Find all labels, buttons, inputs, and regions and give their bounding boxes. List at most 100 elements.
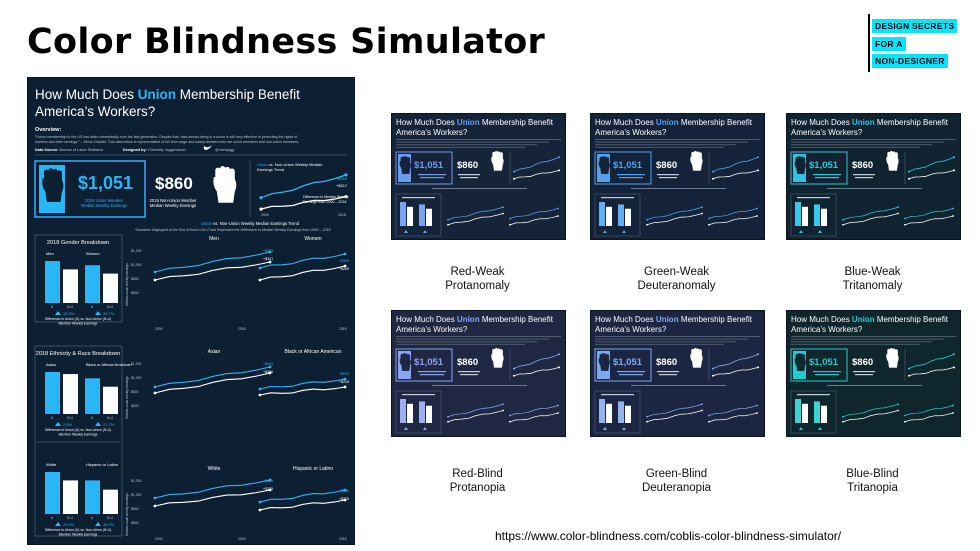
- end-union: +$358: [263, 479, 273, 483]
- brand-logo: DESIGN SECRETS FOR A NON-DESIGNER: [868, 14, 980, 72]
- union-trend-point: [268, 250, 272, 254]
- thumb-nonunion-value: $860: [656, 160, 677, 171]
- thumb-caption-line: [657, 174, 679, 176]
- thumb-title-2: America’s Workers?: [595, 325, 667, 334]
- designer: Designed by: Chennilly Jaggernauth: [123, 148, 186, 152]
- nonunion-trend-point: [558, 169, 560, 172]
- title-pre: How Much Does: [791, 118, 852, 127]
- thumb-union-bar: [400, 399, 406, 423]
- thumb-nonunion-bar: [407, 403, 413, 423]
- union-bar: [85, 378, 100, 414]
- title-pre: How Much Does: [595, 118, 656, 127]
- thumb-nonunion-value: $860: [852, 357, 873, 368]
- nonunion-trend-point: [904, 420, 906, 423]
- thumb-caption-line: [460, 374, 478, 376]
- fist-thumb: [795, 162, 800, 165]
- title-pre: How Much Does: [595, 315, 656, 324]
- union-kpi-box: [34, 160, 146, 218]
- title-post: Membership Benefit: [480, 315, 554, 324]
- thumb-caption-line: [458, 174, 480, 176]
- thumb-union-bar: [814, 204, 820, 226]
- nonunion-trend-point: [513, 177, 515, 180]
- thumb-breakdown-box: [395, 193, 442, 237]
- nonunion-trend-point: [502, 212, 504, 215]
- line-chart-title: Women: [304, 236, 321, 242]
- nonunion-trend-point: [447, 420, 449, 423]
- nonunion-trend-point: [343, 264, 347, 268]
- title-post: Membership Benefit: [679, 118, 753, 127]
- axis-nu: N-U: [107, 516, 114, 520]
- raised-fist-icon: [42, 168, 64, 203]
- y-tick: $800: [131, 507, 139, 511]
- union-trend-point: [842, 218, 844, 221]
- nonunion-trend-line: [708, 215, 758, 226]
- up-arrow-icon: [95, 522, 101, 526]
- end-nonunion: +$276: [339, 497, 349, 501]
- nonunion-trend-point: [757, 169, 759, 172]
- nonunion-trend-point: [897, 212, 899, 215]
- union-trend-line: [260, 174, 347, 199]
- thumb-text-line: [595, 336, 760, 337]
- union-trend-point: [259, 196, 263, 200]
- up-arrow-icon: [423, 230, 427, 233]
- line-chart-title: Black or African American: [285, 349, 342, 355]
- fist-thumb: [214, 178, 224, 183]
- thumb-caption-line: [418, 174, 446, 176]
- union-trend-point: [268, 365, 272, 369]
- thumb-text-line: [791, 336, 956, 337]
- nonunion-trend-line: [260, 195, 347, 210]
- x-tick: 2018: [238, 327, 246, 331]
- data-source-label: Data Source:: [35, 148, 59, 152]
- y-tick: $1,200: [131, 479, 141, 483]
- thumb-text-line: [595, 144, 736, 146]
- nonunion-trend-point: [447, 223, 449, 226]
- thumb-union-box: [790, 151, 848, 185]
- source-url[interactable]: https://www.color-blindness.com/coblis-c…: [495, 529, 842, 543]
- nonunion-trend-line: [509, 215, 559, 226]
- nonunion-trend-line: [708, 412, 758, 423]
- up-arrow-icon: [423, 427, 427, 430]
- overview-label: Overview:: [35, 127, 61, 133]
- nonunion-bar: [103, 386, 118, 414]
- thumb-union-box: [594, 348, 652, 382]
- simulation-type: Protanopia: [449, 481, 506, 494]
- thumb-caption-line: [617, 174, 645, 176]
- raised-fist-icon: [794, 353, 806, 371]
- nonunion-trend-line: [154, 489, 271, 507]
- nonunion-trend-line: [712, 367, 759, 377]
- nonunion-trend-point: [756, 412, 758, 414]
- designer-value: Chennilly Jaggernauth: [148, 148, 186, 152]
- thumb-union-value: $1,051: [613, 357, 643, 368]
- union-trend-point: [258, 500, 262, 504]
- union-trend-line: [509, 405, 559, 416]
- thumb-text-line: [396, 341, 537, 343]
- nonunion-trend-point: [509, 420, 511, 423]
- thumb-text-line: [601, 394, 634, 396]
- fist-palm: [886, 156, 899, 171]
- thumb-nonunion-bar: [606, 206, 612, 226]
- thumb-title-2: America’s Workers?: [595, 128, 667, 137]
- thumb-union-value: $1,051: [414, 160, 444, 171]
- y-tick: $1,200: [131, 362, 141, 366]
- union-trend-line: [154, 366, 271, 388]
- union-trend-point: [908, 170, 910, 173]
- thumb-union-bar: [419, 204, 425, 226]
- y-tick: $800: [131, 390, 139, 394]
- union-trend-line: [646, 403, 703, 418]
- thumb-text-line: [595, 341, 736, 343]
- nonunion-trend-point: [558, 366, 560, 369]
- nonunion-trend-line: [259, 265, 346, 281]
- union-trend-point: [897, 206, 899, 209]
- thumb-text-line: [396, 141, 549, 143]
- thumbnail-canvas: How Much Does Union Membership BenefitAm…: [790, 315, 956, 434]
- union-trend-point: [953, 156, 955, 159]
- thumb-text-line: [432, 385, 527, 386]
- up-arrow-icon: [818, 427, 822, 430]
- thumb-breakdown-box: [790, 193, 837, 237]
